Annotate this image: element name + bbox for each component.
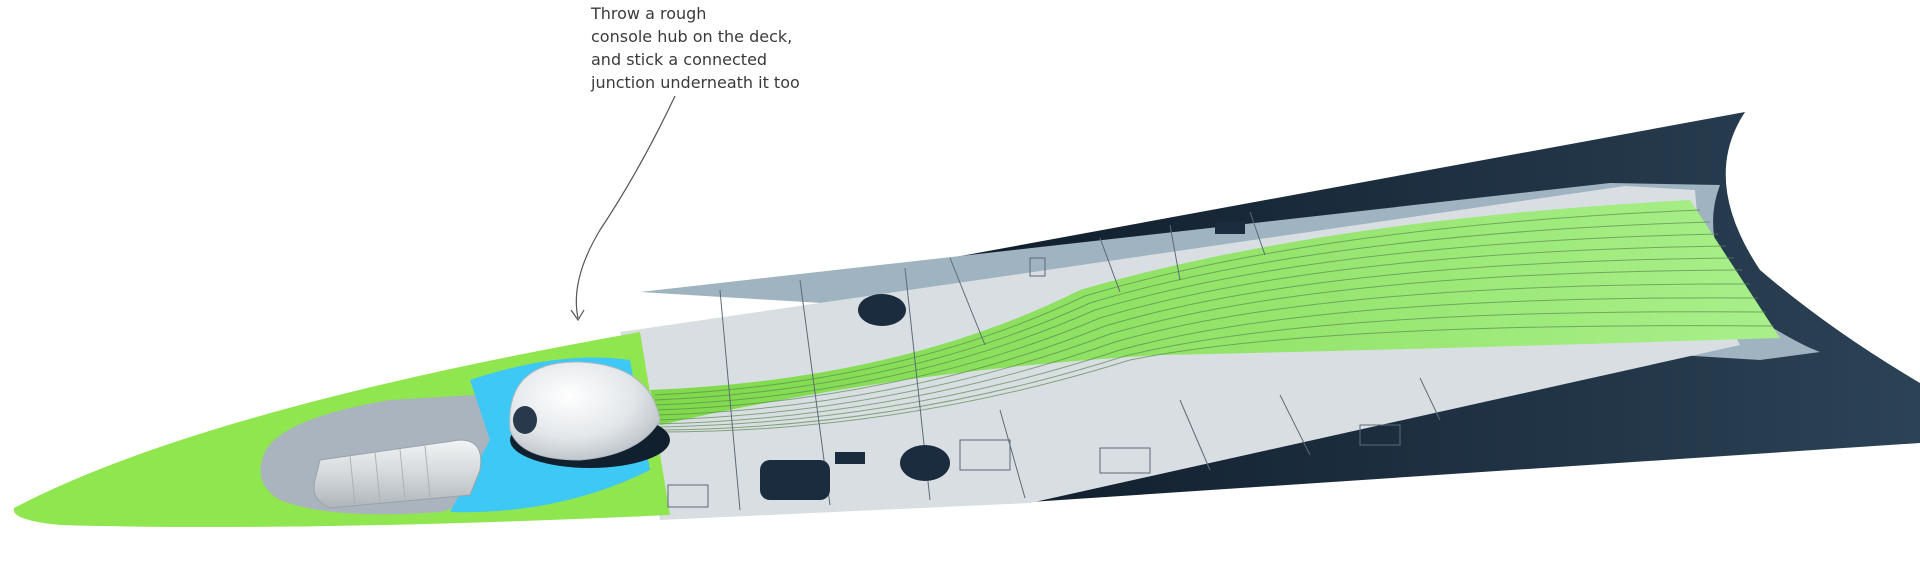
slot-top xyxy=(1215,222,1245,234)
hole-bottom xyxy=(900,445,950,481)
hole-top xyxy=(858,294,906,326)
green-lane xyxy=(650,200,1780,425)
slot xyxy=(835,452,865,464)
junction-cylinder xyxy=(313,439,482,509)
annotation-line: console hub on the deck, xyxy=(591,27,793,46)
annotation-line: Throw a rough xyxy=(591,4,707,23)
hatch xyxy=(760,460,830,500)
console-hub-dome xyxy=(509,361,670,468)
annotation-line: and stick a connected xyxy=(591,50,768,69)
lane-lines xyxy=(654,209,1775,433)
annotation-note: Throw a rough console hub on the deck, a… xyxy=(591,2,831,94)
annotation-line: junction underneath it too xyxy=(591,73,800,92)
